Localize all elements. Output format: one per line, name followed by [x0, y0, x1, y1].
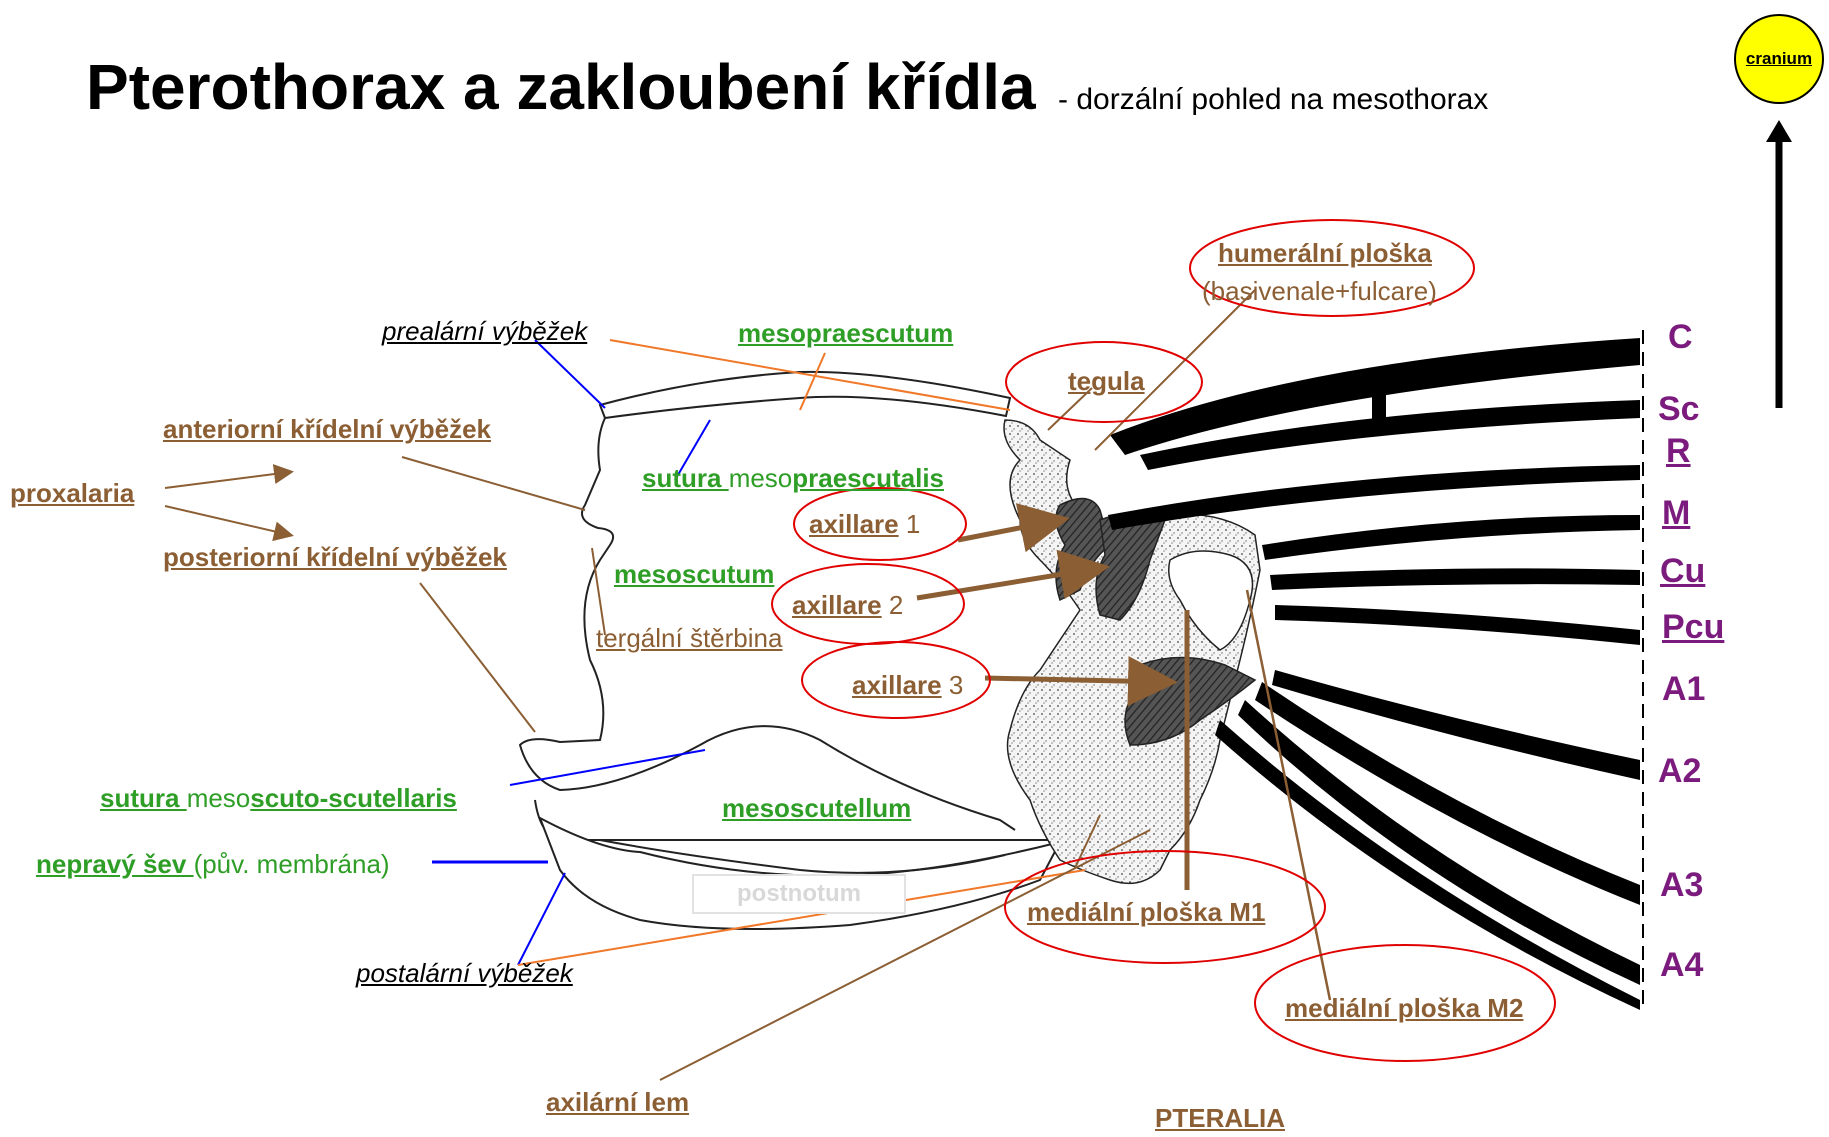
axillare-3-num: 3 [942, 670, 964, 700]
praescutalis-word: praescutalis [792, 463, 944, 493]
label-posterior-wing-process: posteriorní křídelní výběžek [163, 542, 507, 572]
vein-label-cu: Cu [1660, 556, 1705, 586]
label-humeral-plate-note: (basivenale+fulcare) [1202, 276, 1437, 306]
vein-label-a1: A1 [1662, 674, 1705, 704]
label-false-suture: nepravý šev (pův. membrána) [36, 849, 390, 879]
prealar-bar [600, 372, 1010, 418]
label-mesoscutellum: mesoscutellum [722, 793, 911, 823]
vein-label-pcu: Pcu [1662, 612, 1724, 642]
meso-prefix-2: meso [187, 783, 251, 813]
label-humeral-plate: humerální ploška [1218, 238, 1432, 268]
label-tergal-fissure: tergální štěrbina [596, 623, 782, 653]
vein-label-m: M [1662, 498, 1690, 528]
sutura-word: sutura [642, 463, 729, 493]
axillare-1-name: axillare [809, 509, 899, 539]
label-prealar: prealární výběžek [382, 316, 587, 346]
label-axillare-3: axillare 3 [852, 670, 963, 700]
articulation-sclerites [1004, 420, 1260, 883]
cranium-badge: cranium [1734, 14, 1824, 104]
label-axillare-2: axillare 2 [792, 590, 903, 620]
label-axillare-1: axillare 1 [809, 509, 920, 539]
label-median-plate-m1: mediální ploška M1 [1027, 897, 1265, 927]
label-proxalaria: proxalaria [10, 478, 134, 508]
axillare-2-num: 2 [882, 590, 904, 620]
cranium-arrow [1766, 120, 1792, 408]
stippled-sclerite [1004, 420, 1260, 883]
vein-label-a3: A3 [1660, 870, 1703, 900]
false-suture-note: (pův. membrána) [194, 849, 390, 879]
title-subtitle: - dorzální pohled na mesothorax [1058, 83, 1488, 116]
vein-label-a2: A2 [1658, 756, 1701, 786]
label-sutura-scutellaris: sutura mesoscuto-scutellaris [100, 783, 457, 813]
vein-label-a4: A4 [1660, 950, 1703, 980]
meso-prefix: meso [729, 463, 793, 493]
label-postnotum: postnotum [692, 874, 906, 914]
label-sutura-praescutalis: sutura mesopraescutalis [642, 463, 944, 493]
label-mesoscutum: mesoscutum [614, 559, 774, 589]
false-suture-term: nepravý šev [36, 849, 194, 879]
axillare-1-num: 1 [899, 509, 921, 539]
axillare-3-name: axillare [852, 670, 942, 700]
title-main: Pterothorax a zakloubení křídla [86, 51, 1036, 123]
vein-label-sc: Sc [1658, 394, 1700, 424]
label-axillary-cord: axilární lem [546, 1087, 689, 1117]
label-tegula: tegula [1068, 366, 1145, 396]
axillare-2-name: axillare [792, 590, 882, 620]
label-postalar: postalární výběžek [356, 958, 573, 988]
vein-label-c: C [1668, 322, 1693, 352]
page-title: Pterothorax a zakloubení křídla - dorzál… [86, 50, 1488, 124]
label-anterior-wing-process: anteriorní křídelní výběžek [163, 414, 491, 444]
label-median-plate-m2: mediální ploška M2 [1285, 993, 1523, 1023]
vein-label-r: R [1666, 436, 1691, 466]
scuto-scutellaris-word: scuto-scutellaris [250, 783, 457, 813]
label-mesopraescutum: mesopraescutum [738, 318, 953, 348]
label-pteralia: PTERALIA [1155, 1103, 1285, 1133]
sutura-word-2: sutura [100, 783, 187, 813]
